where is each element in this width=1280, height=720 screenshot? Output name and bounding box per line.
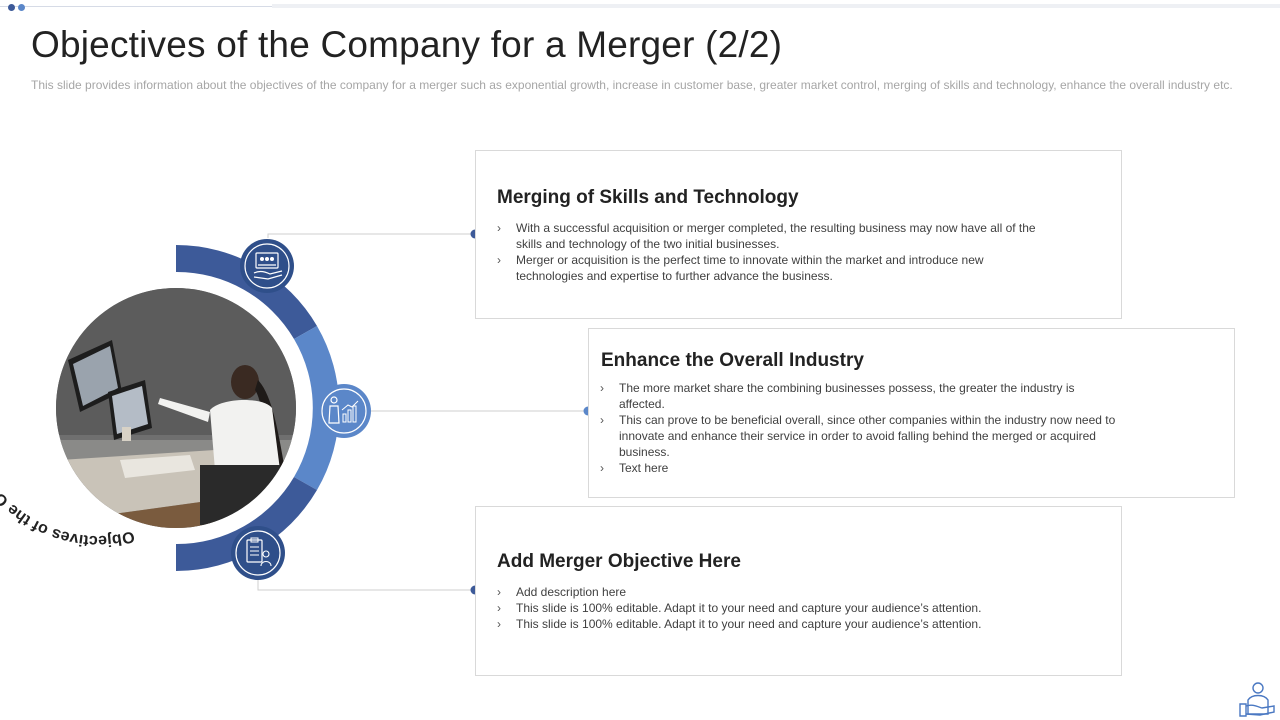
accent-dot	[8, 4, 15, 11]
chevron-right-icon: ›	[600, 461, 604, 475]
list-item: › Merger or acquisition is the perfect ti…	[497, 252, 1037, 284]
card-heading: Merging of Skills and Technology	[497, 187, 799, 208]
list-item: › The more market share the combining bus…	[600, 380, 1120, 412]
ring-segment-bottom	[176, 477, 317, 572]
ring-segment-top	[176, 244, 317, 339]
chevron-right-icon: ›	[497, 221, 501, 235]
objective-card-skills: Merging of Skills and Technology › With a…	[475, 150, 1122, 319]
top-accent-strip	[272, 4, 1280, 8]
card-bullets: › Add description here › This slide is 100…	[497, 584, 1077, 632]
connector-lines	[257, 233, 588, 591]
top-accent-line	[0, 6, 272, 7]
bullet-text: The more market share the combining busi…	[619, 381, 1075, 411]
list-item: › This slide is 100% editable. Adapt it t…	[497, 616, 1077, 632]
objective-card-industry: Enhance the Overall Industry › The more m…	[588, 328, 1235, 498]
list-item: › This can prove to be beneficial overall…	[600, 412, 1120, 460]
bullet-text: Merger or acquisition is the perfect tim…	[516, 253, 984, 283]
accent-dot	[18, 4, 25, 11]
list-item: › Text here	[600, 460, 1120, 476]
bullet-text: This slide is 100% editable. Adapt it to…	[516, 601, 982, 615]
list-item: › With a successful acquisition or merger…	[497, 220, 1037, 252]
document-checklist-icon	[231, 526, 285, 580]
list-item: › Add description here	[497, 584, 1077, 600]
bullet-text: Text here	[619, 461, 669, 475]
top-accent-bar	[0, 4, 1280, 11]
office-photo	[56, 288, 296, 528]
card-bullets: › The more market share the combining bus…	[600, 380, 1120, 476]
page-subtitle: This slide provides information about th…	[31, 78, 1233, 92]
card-heading: Add Merger Objective Here	[497, 551, 741, 572]
bullet-text: With a successful acquisition or merger …	[516, 221, 1036, 251]
bullet-text: This can prove to be beneficial overall,…	[619, 413, 1116, 459]
chevron-right-icon: ›	[497, 585, 501, 599]
bullet-text: Add description here	[516, 585, 627, 599]
handshake-thumbs-up-icon	[1239, 682, 1275, 717]
bullet-text: This slide is 100% editable. Adapt it to…	[516, 617, 982, 631]
list-item: › This slide is 100% editable. Adapt it t…	[497, 600, 1077, 616]
chevron-right-icon: ›	[497, 253, 501, 267]
person-growth-chart-icon	[317, 384, 371, 438]
card-bullets: › With a successful acquisition or merger…	[497, 220, 1037, 284]
chevron-right-icon: ›	[600, 413, 604, 427]
chevron-right-icon: ›	[600, 381, 604, 395]
card-heading: Enhance the Overall Industry	[601, 350, 864, 371]
page-title: Objectives of the Company for a Merger (…	[31, 24, 783, 65]
ring-segment-middle	[294, 326, 340, 490]
objective-card-custom: Add Merger Objective Here › Add descripti…	[475, 506, 1122, 676]
chevron-right-icon: ›	[497, 601, 501, 615]
chevron-right-icon: ›	[497, 617, 501, 631]
team-hand-icon	[240, 239, 294, 293]
